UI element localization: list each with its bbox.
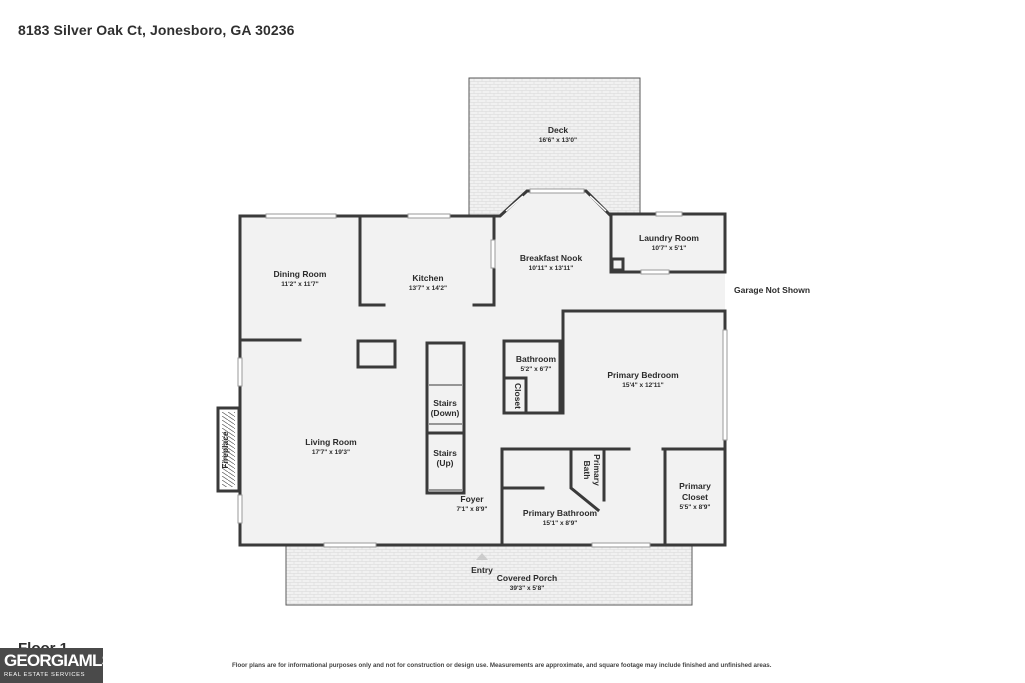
primary-bedroom-dims: 15'4" x 12'11" (622, 382, 663, 389)
stairs-down-label-line1: Stairs (433, 398, 457, 408)
breakfast-nook-dims: 10'11" x 13'11" (529, 265, 574, 272)
primary-closet-dims: 5'5" x 8'9" (680, 504, 711, 511)
dining-room-label: Dining Room (274, 269, 327, 279)
logo-text: GEORGIAMLS (4, 651, 113, 670)
interior-walls (240, 214, 727, 547)
covered-porch-area (285, 544, 693, 606)
primary-bath-label-line1: Primary (592, 454, 602, 486)
primary-closet-label-line1: Primary (679, 481, 711, 491)
laundry-room-dims: 10'7" x 5'1" (652, 245, 687, 252)
foyer-label: Foyer (460, 494, 484, 504)
primary-bathroom-label: Primary Bathroom (523, 508, 598, 518)
breakfast-nook-label: Breakfast Nook (520, 253, 583, 263)
garage-note: Garage Not Shown (734, 285, 810, 295)
living-room-dims: 17'7" x 19'3" (312, 449, 350, 456)
deck-dims: 16'6" x 13'0" (539, 137, 577, 144)
kitchen-label: Kitchen (412, 273, 443, 283)
deck-label: Deck (548, 125, 569, 135)
bathroom-label: Bathroom (516, 354, 557, 364)
bathroom-dims: 5'2" x 6'7" (521, 366, 552, 373)
covered-porch-label: Covered Porch (497, 573, 557, 583)
primary-bedroom-label: Primary Bedroom (607, 370, 679, 380)
property-address: 8183 Silver Oak Ct, Jonesboro, GA 30236 (18, 22, 295, 38)
stairs-up-label-line2: (Up) (437, 458, 454, 468)
stairs-down-label-line2: (Down) (431, 408, 460, 418)
primary-bathroom-dims: 15'1" x 8'9" (543, 520, 578, 527)
logo-subtext: REAL ESTATE SERVICES (4, 672, 86, 678)
primary-closet-label-line2: Closet (682, 492, 708, 502)
room-labels: Deck 16'6" x 13'0" Laundry Room 10'7" x … (220, 125, 711, 592)
windows (237, 188, 728, 548)
entry-label: Entry (471, 565, 493, 575)
disclaimer-text: Floor plans are for informational purpos… (232, 662, 772, 669)
stair-treads (429, 384, 462, 491)
entry-arrow-icon (476, 553, 488, 560)
georgiamls-logo: GEORGIAMLS REAL ESTATE SERVICES (0, 648, 113, 683)
primary-bath-label-line2: Bath (582, 461, 592, 480)
closet-label: Closet (513, 383, 523, 409)
kitchen-dims: 13'7" x 14'2" (409, 285, 447, 292)
dining-room-dims: 11'2" x 11'7" (281, 281, 318, 288)
covered-porch-dims: 39'3" x 5'8" (510, 585, 545, 592)
stairs-up-label-line1: Stairs (433, 448, 457, 458)
fireplace-label: Fireplace (220, 431, 230, 469)
living-room-label: Living Room (305, 437, 357, 447)
foyer-dims: 7'1" x 8'9" (457, 506, 488, 513)
laundry-room-label: Laundry Room (639, 233, 699, 243)
